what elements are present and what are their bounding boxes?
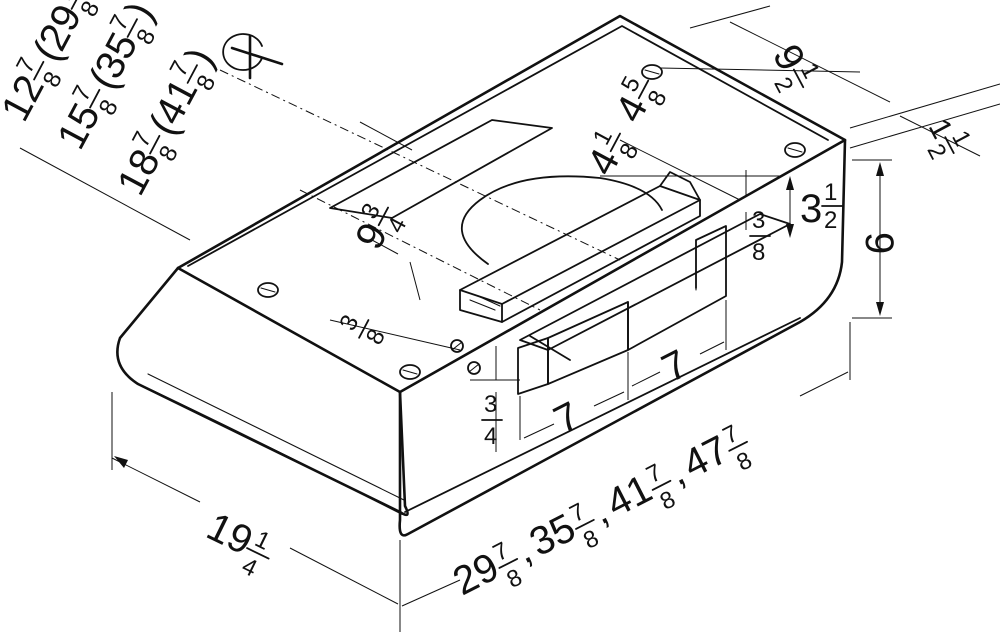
top-face-outline — [176, 14, 847, 394]
top-front-fold — [177, 267, 401, 393]
ext-line-rear-3 — [849, 83, 1000, 129]
rear-gap-den: 2 — [921, 139, 951, 163]
center-depth-label: 9 3 4 — [347, 199, 412, 256]
ext-line-top-mid — [359, 121, 413, 151]
duct-height-label: 3 1 2 — [800, 179, 843, 234]
front-shadow-line — [147, 373, 405, 501]
cl-first-paren-num: 7 — [49, 0, 79, 7]
duct-shade-1 — [469, 299, 496, 311]
duct-height-den: 2 — [824, 207, 837, 234]
knockout-right — [627, 225, 727, 351]
duct-offset-label: 3 8 — [749, 207, 771, 266]
electrical-panel-cutout — [329, 119, 553, 219]
knockout-slash — [529, 335, 571, 361]
knockout-offset-label: 3 8 — [334, 311, 391, 350]
duct-collar-side — [501, 199, 701, 323]
duct-collar-top — [459, 185, 701, 305]
front-lip-num: 3 — [484, 391, 497, 418]
keyhole-mark-2 — [467, 361, 481, 375]
spacing-dim-right — [631, 341, 725, 387]
front-lip-den: 4 — [484, 423, 497, 450]
ext-line-rear-1 — [659, 67, 861, 73]
rear-offset-label: 9 1 2 — [764, 38, 825, 98]
ext-line-rear-4 — [849, 103, 1000, 149]
center-line-cross — [299, 189, 541, 311]
duct-height-num: 1 — [824, 179, 837, 206]
dimension-lines — [19, 5, 1000, 632]
front-bottom-edge — [137, 383, 403, 515]
screw-rear-right — [784, 142, 806, 158]
side-face-outline — [398, 138, 847, 537]
mounting-screws — [257, 64, 806, 380]
center-line-main — [219, 69, 621, 261]
duct-depth-ext — [619, 139, 741, 201]
screw-front-right — [399, 364, 421, 380]
centerline-icon — [222, 33, 284, 80]
rear-dim-line — [729, 21, 891, 103]
center-depth-line — [371, 239, 421, 301]
rear-gap-line — [899, 115, 981, 157]
duct-offset-num: 3 — [752, 207, 765, 234]
round-duct-knockout — [461, 175, 663, 265]
rear-gap-label: 1 1 2 — [921, 114, 976, 164]
knockout-spacing-right: 7 — [655, 342, 695, 391]
height-label: 9 — [857, 232, 901, 254]
top-inner-edge — [187, 25, 829, 267]
screw-front-left — [257, 282, 279, 298]
knockout-left — [517, 337, 549, 395]
keyhole-mark-1 — [450, 339, 464, 353]
duct-collar-front — [459, 289, 503, 323]
width-third-den: 8 — [656, 486, 680, 516]
knockout-offset-num: 3 — [334, 311, 364, 335]
side-bottom-edge — [404, 317, 801, 513]
knockout-spacing-left: 7 — [547, 394, 587, 443]
screw-rear-top — [641, 64, 663, 80]
spacing-dim-left — [523, 391, 625, 439]
hood-body — [116, 14, 847, 537]
ext-line-rear-2 — [689, 5, 771, 29]
depth-dim-line — [111, 457, 399, 605]
ext-line-top-left — [19, 147, 191, 241]
knockout-offset-den: 8 — [361, 325, 391, 349]
front-slope-outline — [116, 266, 409, 517]
knockout-offset-line — [329, 319, 461, 351]
duct-offset-den: 8 — [752, 239, 765, 266]
width-dim-line — [401, 371, 849, 607]
width-second-den: 8 — [579, 525, 603, 555]
width-first-den: 8 — [502, 564, 526, 594]
rear-duct-strip — [519, 213, 791, 351]
depth-label: 19 1 4 — [200, 505, 274, 583]
duct-collar-end — [659, 171, 701, 201]
rear-offset-den: 2 — [768, 73, 798, 97]
front-lip-label: 3 4 — [481, 391, 503, 450]
top-details — [329, 119, 791, 395]
width-fourth-den: 8 — [732, 447, 756, 477]
duct-depth-label: 4 1 8 4 5 8 — [579, 72, 672, 182]
duct-height-whole: 3 — [800, 187, 822, 231]
duct-shade-2 — [477, 295, 501, 307]
